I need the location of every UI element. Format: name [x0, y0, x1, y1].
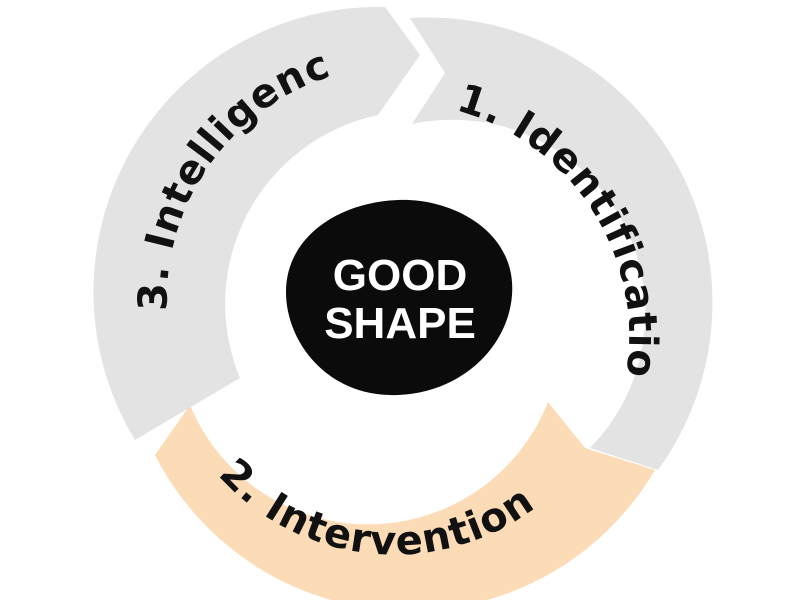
segment-intervention — [155, 402, 655, 600]
logo-text-shape: SHAPE — [324, 299, 476, 348]
segment-intelligence — [93, 6, 421, 441]
logo-text-good: GOOD — [333, 251, 467, 300]
logo-blob — [286, 199, 513, 396]
segment-identification — [410, 17, 713, 470]
good-shape-logo: GOOD SHAPE — [286, 199, 513, 396]
